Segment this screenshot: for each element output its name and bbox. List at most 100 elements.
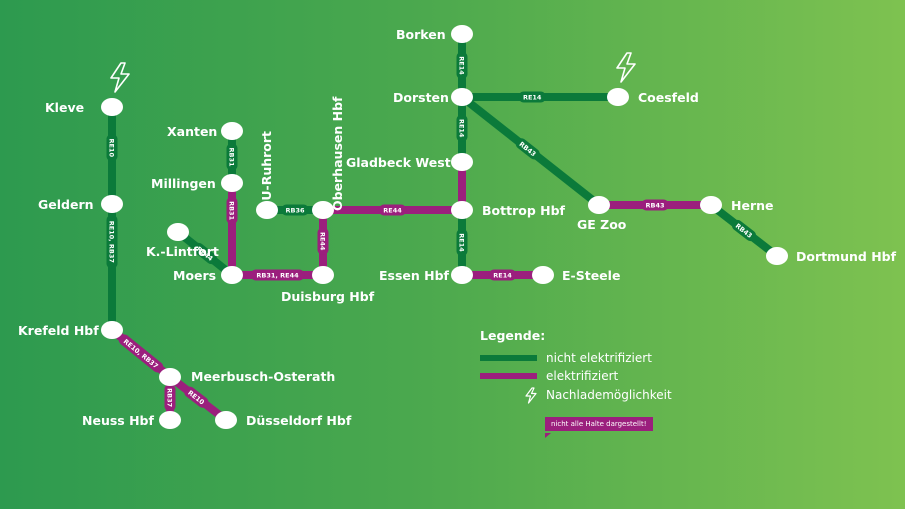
lightning-bolt-icon [110,62,130,93]
lightning-bolt-icon [525,386,537,404]
line-badge-gezoo-herne: RB43 [641,199,669,211]
line-badge-meerbusch-duesseldorf: RE10 [184,386,209,408]
line-badge-label: RE14 [493,272,512,280]
lightning-bolt-shape [616,52,636,83]
station-dot-krefeld[interactable] [101,321,123,339]
station-label-moers: Moers [173,268,217,283]
station-dot-essen[interactable] [451,266,473,284]
line-badge-bg [317,227,329,255]
station-label-millingen: Millingen [151,176,216,191]
line-badge-xanten-millingen: RB31 [226,143,238,171]
station-dot-kleve[interactable] [101,98,123,116]
station-dot-coesfeld[interactable] [607,88,629,106]
lightning-bolt-shape [110,62,130,93]
line-badge-dorsten-gladbeck: RE14 [456,114,468,142]
line-badge-essen-esteele: RE14 [488,269,517,281]
line-badge-bg [456,51,468,80]
line-badge-moers-duisburg: RB31, RE44 [250,269,305,281]
line-badge-bg [106,133,118,162]
station-dot-moers[interactable] [221,266,243,284]
line-badge-kleve-geldern: RE10 [106,133,118,162]
line-badge-millingen-moers: RB31 [226,196,238,225]
line-badge-herne-dortmund: RB43 [731,219,757,242]
line-badge-dorsten-gezoo: RB43 [515,138,540,160]
line-badge-bg [488,269,517,281]
station-label-duesseldorf: Düsseldorf Hbf [246,413,352,428]
line-badge-borken-dorsten: RE14 [456,51,468,80]
station-dot-gladbeck[interactable] [451,153,473,171]
legend-swatch-electrified [480,373,537,379]
line-badge-label: RB37 [166,388,174,407]
station-label-duruhrort: DU-Ruhrort [259,130,274,211]
line-badge-bg [226,143,238,171]
station-label-borken: Borken [396,27,446,42]
line-badge-bottrop-essen: RE14 [456,228,468,257]
line-badge-bg [184,386,209,408]
station-label-esteele: E-Steele [562,268,621,283]
note-callout: nicht alle Halte dargestellt! [545,417,653,431]
station-dot-bottrop[interactable] [451,201,473,219]
station-dot-meerbusch[interactable] [159,368,181,386]
station-label-xanten: Xanten [167,124,218,139]
legend-swatch-not-electrified [480,355,537,361]
line-badge-label: RE44 [383,207,402,215]
station-label-geldern: Geldern [38,197,94,212]
line-badge-label: RE14 [523,94,542,102]
line-badge-label: RB36 [285,207,304,215]
station-dot-herne[interactable] [700,196,722,214]
line-badge-bg [118,334,164,373]
line-badge-bg [515,138,540,160]
station-label-essen: Essen Hbf [379,268,449,283]
line-badge-bg [518,91,546,103]
line-badge-geldern-krefeld: RE10, RB37 [106,214,118,269]
line-badge-oberhausen-bottrop: RE44 [378,204,407,216]
legend-row-charging: Nachlademöglichkeit [523,386,672,404]
station-dot-duruhrort[interactable] [256,201,278,219]
line-badge-label: RE10, RB37 [108,221,116,263]
station-label-dorsten: Dorsten [393,90,449,105]
station-label-herne: Herne [731,198,774,213]
station-dot-duesseldorf[interactable] [215,411,237,429]
station-label-gezoo: GE Zoo [577,217,627,232]
line-badge-label: RE10, RB37 [122,337,160,370]
line-badge-label: RE44 [319,232,327,251]
line-badge-bg [164,383,176,412]
station-label-duisburg: Duisburg Hbf [281,289,375,304]
station-dot-oberhausen[interactable] [312,201,334,219]
legend-label-charging: Nachlademöglichkeit [546,388,672,402]
station-label-meerbusch: Meerbusch-Osterath [191,369,336,384]
legend-row-not-electrified: nicht elektrifiziert [480,350,652,366]
station-dot-klintfort[interactable] [167,223,189,241]
station-label-oberhausen: Oberhausen Hbf [330,96,345,211]
station-dot-esteele[interactable] [532,266,554,284]
station-label-dortmund: Dortmund Hbf [796,249,897,264]
station-label-bottrop: Bottrop Hbf [482,203,565,218]
station-dot-dortmund[interactable] [766,247,788,265]
line-badge-label: RE14 [458,233,466,252]
line-badge-bg [731,219,757,242]
station-label-gladbeck: Gladbeck West [346,155,451,170]
station-dot-duisburg[interactable] [312,266,334,284]
line-badge-meerbusch-neuss: RB37 [164,383,176,412]
line-badge-label: RE14 [458,119,466,138]
station-dot-dorsten[interactable] [451,88,473,106]
line-badge-label: RB31 [228,201,236,220]
line-badge-bg [250,269,305,281]
legend-title: Legende: [480,328,546,343]
station-dot-xanten[interactable] [221,122,243,140]
station-label-coesfeld: Coesfeld [638,90,699,105]
station-dot-borken[interactable] [451,25,473,43]
station-dot-millingen[interactable] [221,174,243,192]
line-badge-bg [281,204,309,216]
station-dot-gezoo[interactable] [588,196,610,214]
line-badge-bg [106,214,118,269]
line-badge-bg [226,196,238,225]
station-label-kleve: Kleve [45,100,85,115]
station-label-klintfort: K.-Lintfort [146,244,219,259]
station-dot-neuss[interactable] [159,411,181,429]
station-dot-geldern[interactable] [101,195,123,213]
line-badge-oberhausen-duisburg: RE44 [317,227,329,255]
line-badge-label: RE14 [458,56,466,75]
legend-label-not-electrified: nicht elektrifiziert [546,351,652,365]
